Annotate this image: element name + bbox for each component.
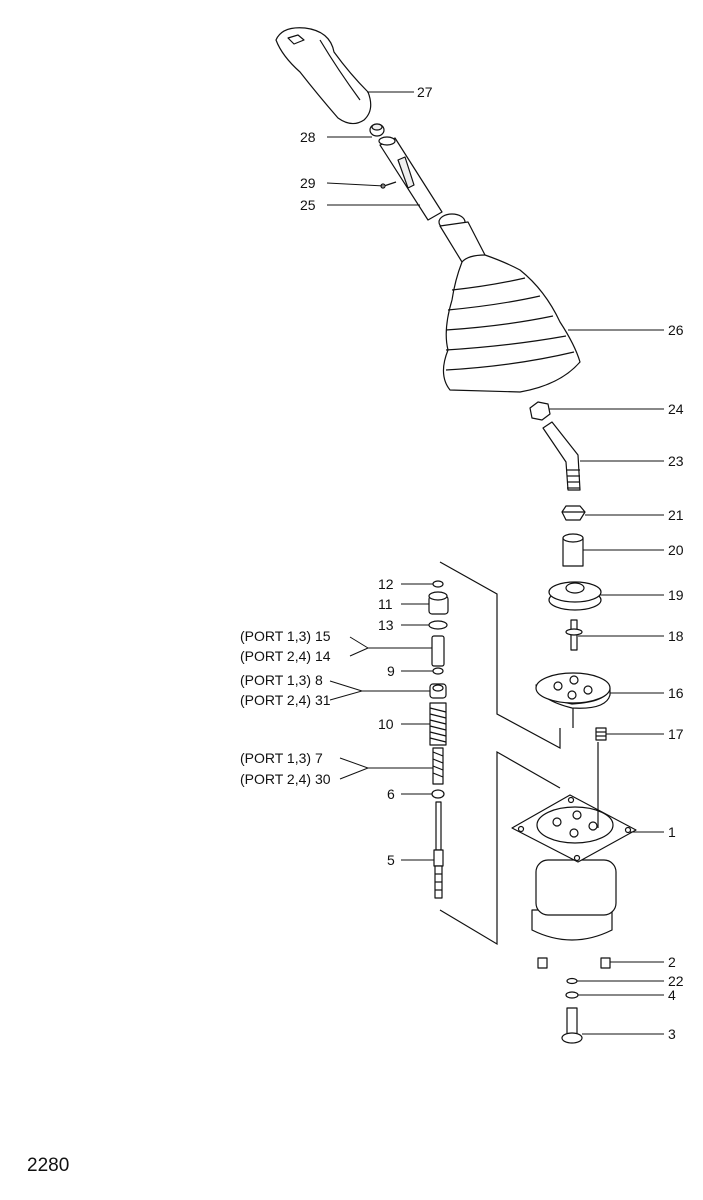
callout-9: 9 (387, 663, 395, 679)
callout-17: 17 (668, 726, 684, 742)
callout-29: 29 (300, 175, 316, 191)
part-9-washer (432, 667, 444, 675)
part-19-plate (548, 581, 602, 611)
leader-lines (326, 91, 664, 1035)
callout-port-8: (PORT 1,3) 8 (240, 672, 323, 688)
part-5-spool (433, 801, 444, 899)
callout-22: 22 (668, 973, 684, 989)
part-23-joint (542, 421, 581, 491)
part-17-bush (595, 727, 607, 741)
callout-21: 21 (668, 507, 684, 523)
part-1-body (511, 794, 637, 941)
callout-19: 19 (668, 587, 684, 603)
callout-port-14: (PORT 2,4) 14 (240, 648, 331, 664)
callout-23: 23 (668, 453, 684, 469)
callout-2: 2 (668, 954, 676, 970)
callout-labels: 27 28 29 25 26 24 23 21 20 19 18 16 17 1… (240, 84, 684, 1042)
callout-26: 26 (668, 322, 684, 338)
part-18-pin (565, 619, 583, 651)
part-21-nut (561, 505, 586, 521)
callout-24: 24 (668, 401, 684, 417)
callout-25: 25 (300, 197, 316, 213)
callout-11: 11 (378, 596, 393, 612)
callout-4: 4 (668, 987, 676, 1003)
callout-13: 13 (378, 617, 394, 633)
part-16-casing (535, 672, 611, 709)
part-26-boot (438, 213, 581, 393)
part-11-seal (428, 591, 449, 615)
callout-1: 1 (668, 824, 676, 840)
part-7-30-spring (432, 747, 444, 785)
callout-port-30: (PORT 2,4) 30 (240, 771, 331, 787)
part-22-oring (566, 977, 578, 985)
part-15-14-push-rod (431, 635, 445, 667)
part-8-31-spring-seat (429, 683, 447, 699)
part-27-grip (275, 27, 372, 125)
part-10-spring (429, 702, 447, 746)
assembly-bracket (439, 561, 599, 946)
part-20-sleeve (562, 533, 584, 567)
page-number: 2280 (27, 1155, 70, 1176)
part-13-oring (428, 620, 448, 630)
callout-port-7: (PORT 1,3) 7 (240, 750, 323, 766)
callout-12: 12 (378, 576, 394, 592)
callout-10: 10 (378, 716, 394, 732)
part-28-plug (369, 123, 385, 137)
callout-18: 18 (668, 628, 684, 644)
part-4-oring (565, 991, 579, 999)
part-29-pin (380, 181, 397, 189)
part-25-lever (378, 136, 443, 221)
callout-port-31: (PORT 2,4) 31 (240, 692, 331, 708)
part-3-plug (561, 1007, 583, 1044)
part-6-washer (431, 789, 445, 799)
callout-28: 28 (300, 129, 316, 145)
callout-6: 6 (387, 786, 395, 802)
part-2-plugs (537, 957, 611, 969)
part-24-nut (529, 401, 551, 421)
callout-20: 20 (668, 542, 684, 558)
part-12-washer (432, 580, 444, 588)
callout-27: 27 (417, 84, 433, 100)
callout-3: 3 (668, 1026, 676, 1042)
callout-5: 5 (387, 852, 395, 868)
callout-16: 16 (668, 685, 684, 701)
callout-port-15: (PORT 1,3) 15 (240, 628, 331, 644)
